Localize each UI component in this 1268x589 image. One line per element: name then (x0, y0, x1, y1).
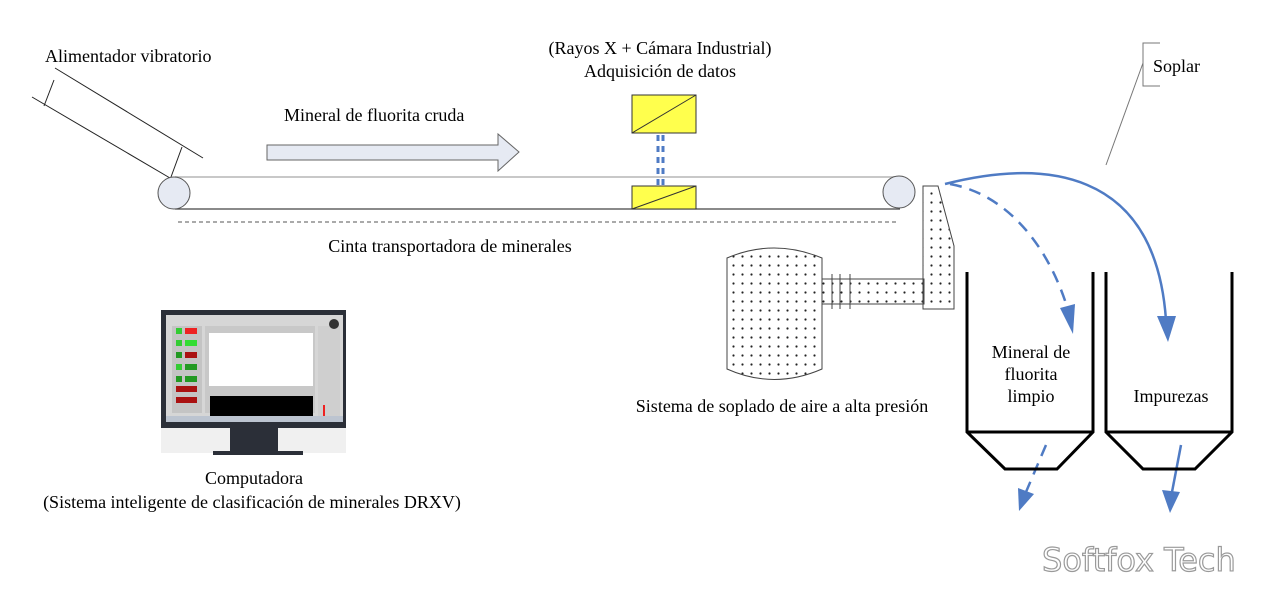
impurity-trajectory (944, 172, 1168, 321)
bin-clean-mineral (965, 272, 1095, 471)
vibratory-feeder (31, 67, 204, 179)
clean-bin-label-3: limpio (1007, 386, 1054, 406)
computer-label-line1: Computadora (205, 468, 303, 488)
impurities-bin-label: Impurezas (1134, 386, 1209, 406)
flow-direction-arrow (266, 132, 520, 173)
feeder-label: Alimentador vibratorio (45, 46, 211, 66)
camera-label-line2: Adquisición de datos (584, 61, 736, 81)
blow-label: Soplar (1153, 56, 1200, 76)
camera-label-line1: (Rayos X + Cámara Industrial) (548, 38, 771, 59)
clean-bin-label-2: fluorita (1005, 364, 1058, 384)
air-blower-system (726, 185, 955, 380)
air-pipe (821, 278, 925, 305)
clean-mineral-trajectory (949, 182, 1070, 311)
computer-monitor (161, 310, 346, 455)
blow-callout (1105, 42, 1160, 166)
conveyor-belt (157, 175, 916, 223)
air-tank (726, 247, 823, 380)
xray-camera-sensor (631, 94, 697, 210)
clean-bin-label-1: Mineral de (992, 342, 1070, 362)
blower-system-label: Sistema de soplado de aire a alta presió… (636, 396, 928, 416)
bin-impurities (1104, 272, 1234, 471)
left-roller (157, 176, 191, 210)
raw-mineral-label: Mineral de fluorita cruda (284, 105, 464, 125)
arrowheads (1018, 304, 1180, 513)
right-roller (882, 175, 916, 209)
air-nozzle (922, 185, 955, 310)
watermark: Softfox Tech (1042, 541, 1236, 579)
computer-label-line2: (Sistema inteligente de clasificación de… (43, 492, 461, 513)
conveyor-label: Cinta transportadora de minerales (328, 236, 571, 256)
